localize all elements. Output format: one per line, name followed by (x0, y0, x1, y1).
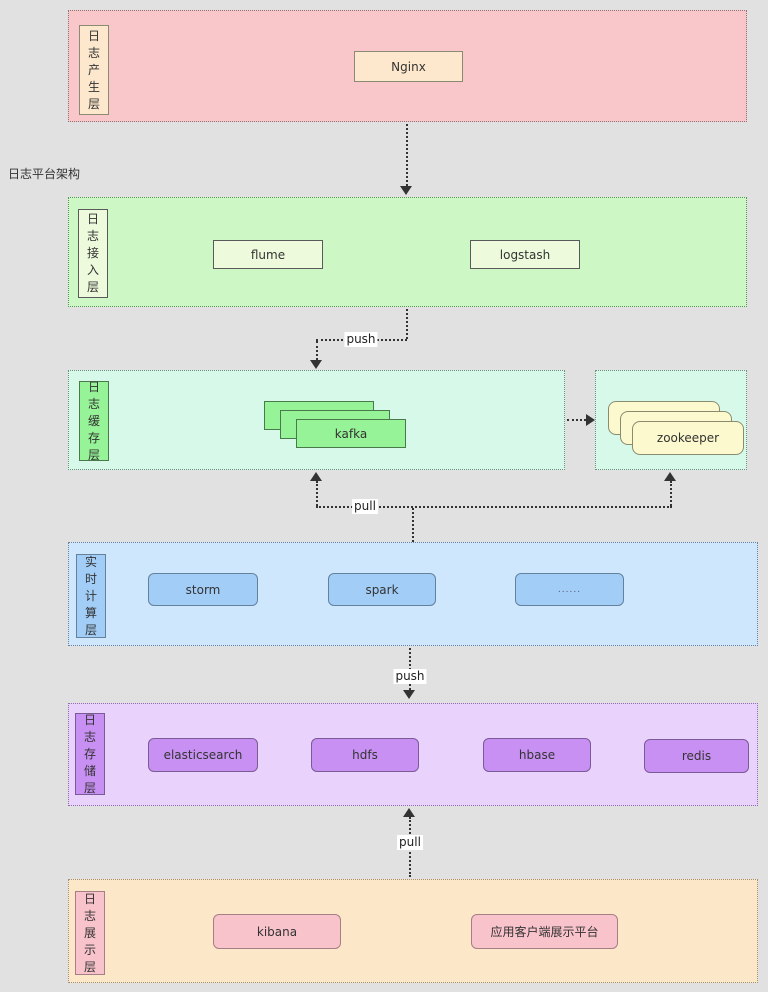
layer-log-storage: 日志存储层 elasticsearch hdfs hbase redis (68, 703, 758, 806)
flow-label-pull-lower: pull (397, 835, 423, 850)
arrow-kafka-to-zookeeper-head (586, 414, 595, 426)
arrow-push-kafka-line-v2 (316, 341, 318, 360)
node-app-client-platform-label: 应用客户端展示平台 (490, 925, 599, 939)
flow-label-push-upper: push (344, 332, 378, 347)
arrow-pull-compute-line (412, 508, 414, 542)
arrow-pull-zookeeper-line (670, 481, 672, 506)
node-redis: redis (644, 739, 749, 773)
node-redis-label: redis (681, 749, 712, 763)
node-kafka-label: kafka (334, 426, 368, 441)
arrow-push-kafka-line-v1 (406, 309, 408, 339)
arrow-pull-zookeeper-head (664, 472, 676, 481)
node-hbase: hbase (483, 738, 591, 772)
layer-label-log-cache: 日志缓存层 (79, 380, 109, 462)
node-logstash: logstash (470, 240, 580, 269)
node-elasticsearch-label: elasticsearch (163, 748, 243, 762)
node-spark: spark (328, 573, 436, 606)
node-logstash-label: logstash (499, 247, 551, 262)
layer-realtime-compute: 实时计算层 storm spark ...... (68, 542, 758, 646)
arrow-pull-kafka-line (316, 481, 318, 506)
arrow-pull-line-h (316, 506, 672, 508)
flow-label-push-lower: push (393, 669, 427, 684)
node-flume-label: flume (250, 247, 286, 262)
arrow-kafka-to-zookeeper-line (567, 419, 586, 421)
node-app-client-platform: 应用客户端展示平台 (471, 914, 618, 949)
layer-label-log-produce: 日志产生层 (79, 25, 109, 115)
node-hdfs: hdfs (311, 738, 419, 772)
node-kafka: kafka (296, 419, 406, 448)
layer-label-log-display: 日志展示层 (75, 891, 105, 975)
node-zookeeper: zookeeper (632, 421, 744, 455)
layer-log-cache: 日志缓存层 kafka (68, 370, 565, 470)
arrow-push-kafka-head (310, 360, 322, 369)
diagram-title: 日志平台架构 (8, 167, 81, 181)
layer-log-ingest: 日志接入层 flume logstash (68, 197, 747, 307)
node-nginx: Nginx (354, 51, 463, 82)
layer-label-log-storage: 日志存储层 (75, 713, 105, 795)
arrow-produce-to-ingest-head (400, 186, 412, 195)
arrow-push-storage-head (403, 690, 415, 699)
node-compute-others: ...... (515, 573, 624, 606)
layer-label-realtime-compute: 实时计算层 (76, 554, 106, 638)
node-storm-label: storm (185, 582, 221, 597)
node-kibana: kibana (213, 914, 341, 949)
layer-log-display: 日志展示层 kibana 应用客户端展示平台 (68, 879, 758, 983)
node-storm: storm (148, 573, 258, 606)
flow-label-pull-upper: pull (352, 499, 378, 514)
node-compute-others-label: ...... (557, 584, 582, 595)
node-hdfs-label: hdfs (352, 748, 378, 762)
node-spark-label: spark (365, 582, 399, 597)
layer-log-produce: 日志产生层 Nginx (68, 10, 747, 122)
node-hbase-label: hbase (518, 748, 556, 762)
node-kibana-label: kibana (256, 924, 298, 939)
arrow-pull-storage-head (403, 808, 415, 817)
node-flume: flume (213, 240, 323, 269)
arrow-pull-kafka-head (310, 472, 322, 481)
layer-label-log-ingest: 日志接入层 (78, 209, 108, 298)
node-nginx-label: Nginx (391, 59, 426, 74)
node-zookeeper-label: zookeeper (656, 431, 720, 445)
container-zookeeper: zookeeper (595, 370, 747, 470)
node-elasticsearch: elasticsearch (148, 738, 258, 772)
arrow-produce-to-ingest-line (406, 124, 408, 186)
